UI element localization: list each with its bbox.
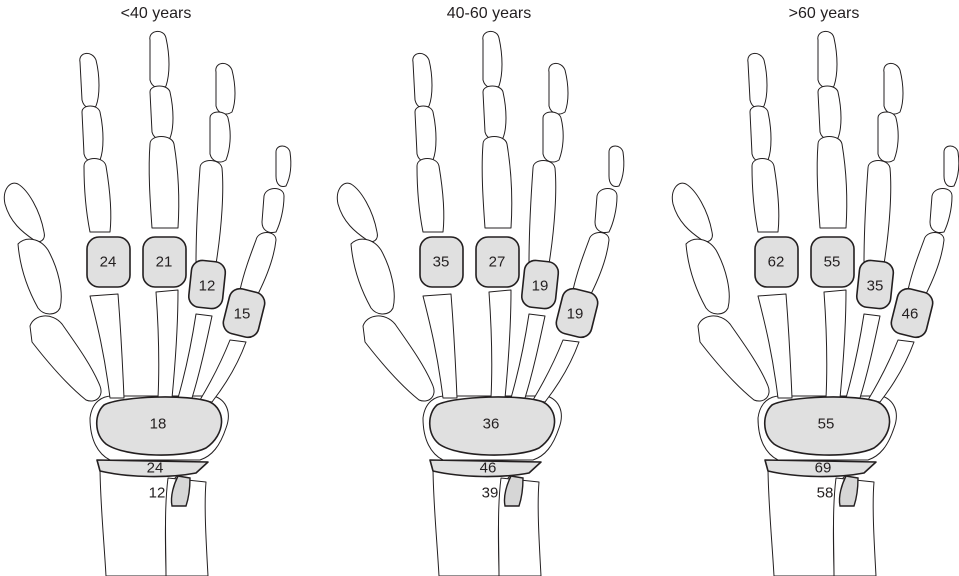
mcp3-value: 55 [824,254,841,271]
tfcc-value: 69 [815,460,832,477]
panel-under-40: <40 years 24 21 12 15 18 24 12 [4,5,290,576]
mcp4-value: 12 [199,278,216,295]
panel-over-60: >60 years 62 55 35 46 55 69 58 [672,5,958,576]
mcp5-value: 15 [234,306,251,323]
panel-40-60: 40-60 years 35 27 19 19 36 46 39 [337,5,623,576]
mcp4-value: 19 [532,278,549,295]
carpus-value: 18 [150,416,167,433]
ulna-value: 58 [817,485,834,502]
ulna-value: 12 [149,485,166,502]
panel-title: <40 years [121,5,192,22]
mcp5-value: 19 [567,306,584,323]
tfcc-value: 46 [480,460,497,477]
panel-title: >60 years [789,5,860,22]
mcp3-value: 27 [489,254,506,271]
ulna-value: 39 [482,485,499,502]
mcp4-value: 35 [867,278,884,295]
mcp3-value: 21 [156,254,173,271]
mcp2-value: 24 [100,254,117,271]
mcp2-value: 35 [433,254,450,271]
carpus-value: 55 [818,416,835,433]
tfcc-value: 24 [147,460,164,477]
carpus-value: 36 [483,416,500,433]
mcp5-value: 46 [902,306,919,323]
mcp2-value: 62 [768,254,785,271]
panel-title: 40-60 years [447,5,532,22]
